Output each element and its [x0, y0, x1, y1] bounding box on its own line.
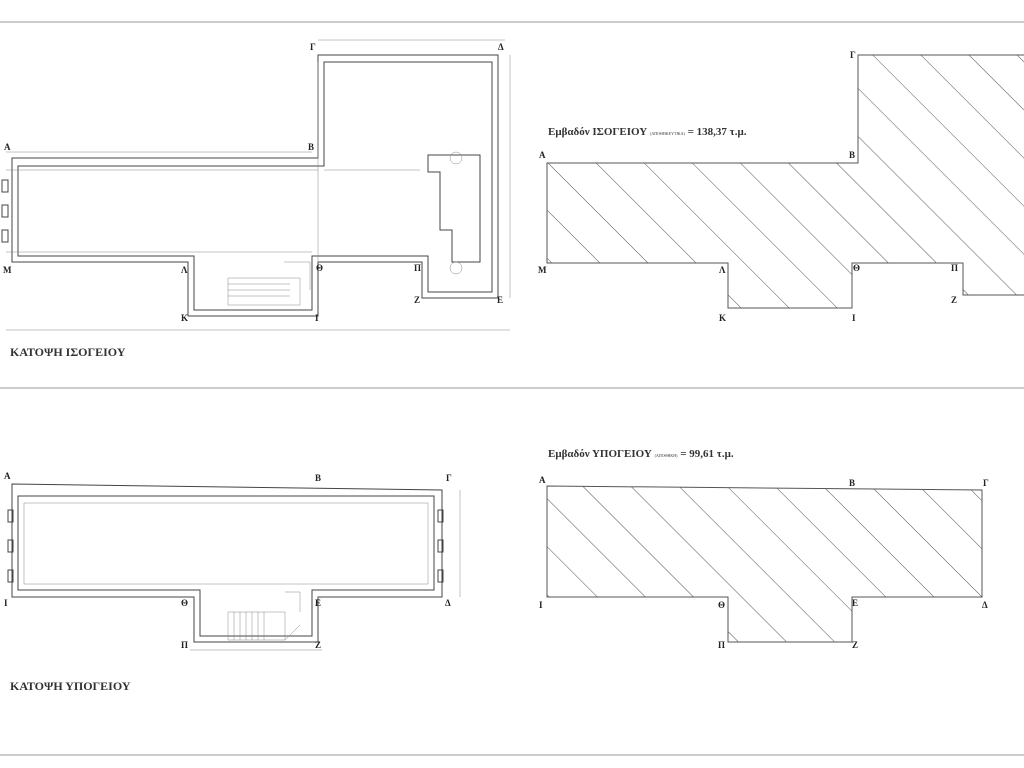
point-label: Β — [849, 150, 855, 160]
point-label: Λ — [181, 265, 188, 275]
point-label: Μ — [3, 265, 12, 275]
point-label: Κ — [719, 313, 726, 323]
point-label: Γ — [850, 50, 856, 60]
point-label: Κ — [181, 313, 188, 323]
point-label: Ι — [852, 313, 856, 323]
point-label: Β — [308, 142, 314, 152]
point-label: Γ — [983, 478, 989, 488]
point-label: Ι — [4, 598, 8, 608]
point-label: Ι — [315, 313, 319, 323]
point-label: Π — [181, 640, 188, 650]
point-label: Θ — [718, 600, 725, 610]
point-label: Ζ — [852, 640, 858, 650]
point-label: Ε — [852, 598, 858, 608]
point-label: Ε — [315, 598, 321, 608]
ground-floor-area-shape — [546, 54, 1024, 309]
point-label: Δ — [982, 600, 988, 610]
point-label: Λ — [719, 265, 726, 275]
point-label: Π — [951, 263, 958, 273]
point-label: Ζ — [414, 295, 420, 305]
point-label: Β — [315, 473, 321, 483]
basement-area-label: Εμβαδόν ΥΠΟΓΕΙΟΥ (ΑΠΟΘΗΚΗ) = 99,61 τ.μ. — [548, 448, 734, 460]
point-label: Ζ — [951, 295, 957, 305]
basement-plan — [7, 483, 461, 651]
point-label: Θ — [853, 263, 860, 273]
point-label: Γ — [310, 42, 316, 52]
point-label: Π — [718, 640, 725, 650]
point-label: Α — [4, 142, 11, 152]
ground-floor-plan — [1, 39, 511, 331]
point-label: Γ — [446, 473, 452, 483]
basement-area-shape — [546, 485, 983, 643]
ground-floor-title: ΚΑΤΟΨΗ ΙΣΟΓΕΙΟΥ — [10, 345, 126, 359]
point-label: Μ — [538, 265, 547, 275]
point-label: Α — [4, 471, 11, 481]
point-label: Α — [539, 150, 546, 160]
point-label: Β — [849, 478, 855, 488]
point-label: Α — [539, 475, 546, 485]
point-label: Θ — [316, 263, 323, 273]
point-label: Π — [414, 263, 421, 273]
ground-floor-area-label: Εμβαδόν ΙΣΟΓΕΙΟΥ (ΑΠΟΘΗΚΕΥΤΙΚΑ) = 138,37… — [548, 126, 747, 138]
point-label: Θ — [181, 598, 188, 608]
point-label: Ε — [497, 295, 503, 305]
point-label: Ζ — [315, 640, 321, 650]
point-label: Ι — [539, 600, 543, 610]
point-label: Δ — [445, 598, 451, 608]
basement-title: ΚΑΤΟΨΗ ΥΠΟΓΕΙΟΥ — [10, 679, 131, 693]
point-label: Δ — [498, 42, 504, 52]
